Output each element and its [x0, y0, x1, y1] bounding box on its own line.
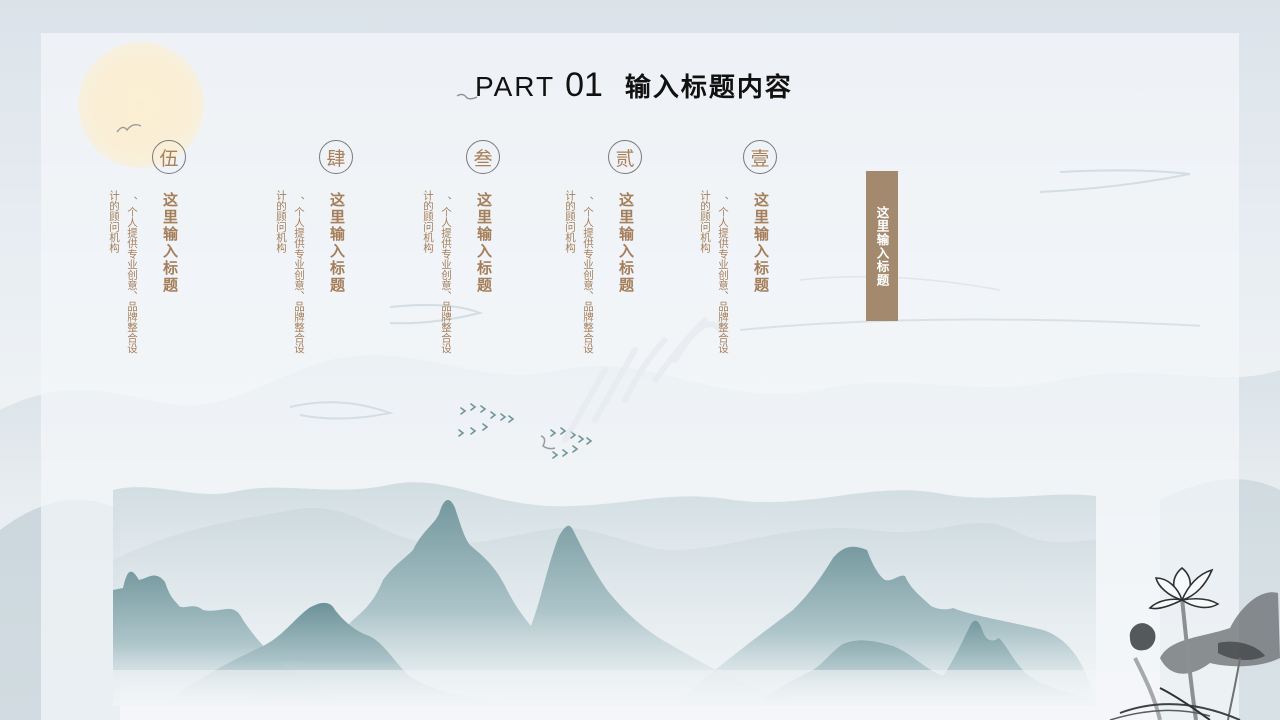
ink-mountains [113, 482, 1096, 706]
item-description-line2: 计的顾问机构 [564, 190, 576, 253]
item-description-line1: 、个人提供专业创意、品牌整合设 [293, 196, 305, 354]
item-column-3: 叁 这里输入标题 、个人提供专业创意、品牌整合设 计的顾问机构 [418, 140, 508, 370]
numeral-badge: 叁 [466, 140, 500, 174]
item-heading: 这里输入标题 [161, 192, 179, 294]
part-number: 01 [565, 66, 603, 104]
item-heading: 这里输入标题 [475, 192, 493, 294]
numeral-badge: 伍 [152, 140, 186, 174]
item-heading: 这里输入标题 [617, 192, 635, 294]
title-heading: 输入标题内容 [624, 73, 793, 103]
section-title-tab: 这里输入标题 [866, 171, 898, 321]
item-heading: 这里输入标题 [752, 192, 770, 294]
numeral-badge: 贰 [608, 140, 642, 174]
bird-icon [456, 93, 478, 100]
item-column-2: 贰 这里输入标题 、个人提供专业创意、品牌整合设 计的顾问机构 [560, 140, 650, 370]
part-label: PART [475, 71, 556, 102]
item-column-5: 伍 这里输入标题 、个人提供专业创意、品牌整合设 计的顾问机构 [104, 140, 194, 370]
item-description-line1: 、个人提供专业创意、品牌整合设 [582, 196, 594, 354]
numeral-badge: 肆 [319, 140, 353, 174]
item-description-line1: 、个人提供专业创意、品牌整合设 [717, 196, 729, 354]
item-heading: 这里输入标题 [328, 192, 346, 294]
lotus-ink-painting [1109, 566, 1280, 720]
item-description-line1: 、个人提供专业创意、品牌整合设 [126, 196, 138, 354]
bird-icon [116, 123, 142, 133]
item-description-line1: 、个人提供专业创意、品牌整合设 [440, 196, 452, 354]
geese-flock-decoration [458, 403, 593, 459]
item-column-1: 壹 这里输入标题 、个人提供专业创意、品牌整合设 计的顾问机构 [695, 140, 785, 370]
watermark-logo [562, 317, 723, 443]
item-description-line2: 计的顾问机构 [275, 190, 287, 253]
item-description-line2: 计的顾问机构 [699, 190, 711, 253]
section-title-label: 这里输入标题 [874, 205, 890, 287]
cloud-swirl-decoration [289, 304, 484, 420]
item-column-4: 肆 这里输入标题 、个人提供专业创意、品牌整合设 计的顾问机构 [271, 140, 361, 370]
item-description-line2: 计的顾问机构 [422, 190, 434, 253]
numeral-badge: 壹 [743, 140, 777, 174]
page-title: PART 01 输入标题内容 [475, 66, 793, 106]
item-description-line2: 计的顾问机构 [108, 190, 120, 253]
cloud-swirl-decoration [740, 169, 1200, 331]
